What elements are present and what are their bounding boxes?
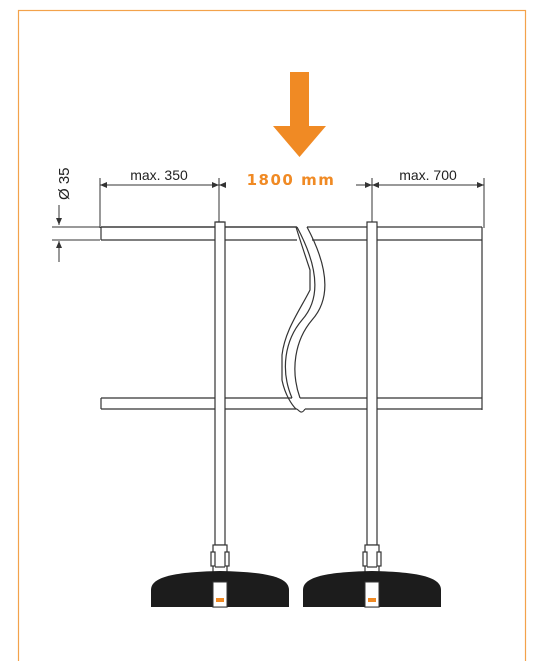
- top-rail: [101, 226, 311, 410]
- span-label-bg: [226, 170, 356, 192]
- left-overhang-label: max. 350: [130, 167, 188, 183]
- base-handles: [216, 598, 376, 602]
- span-label: 1800 mm: [247, 171, 336, 189]
- diameter-label: Ø 35: [56, 167, 73, 200]
- page-border: [17, 9, 527, 661]
- diameter-dimension: [52, 205, 100, 262]
- arrow-down-icon: [273, 72, 326, 157]
- rails: [100, 226, 483, 413]
- right-overhang-label: max. 700: [399, 167, 457, 183]
- right-post: [362, 221, 382, 608]
